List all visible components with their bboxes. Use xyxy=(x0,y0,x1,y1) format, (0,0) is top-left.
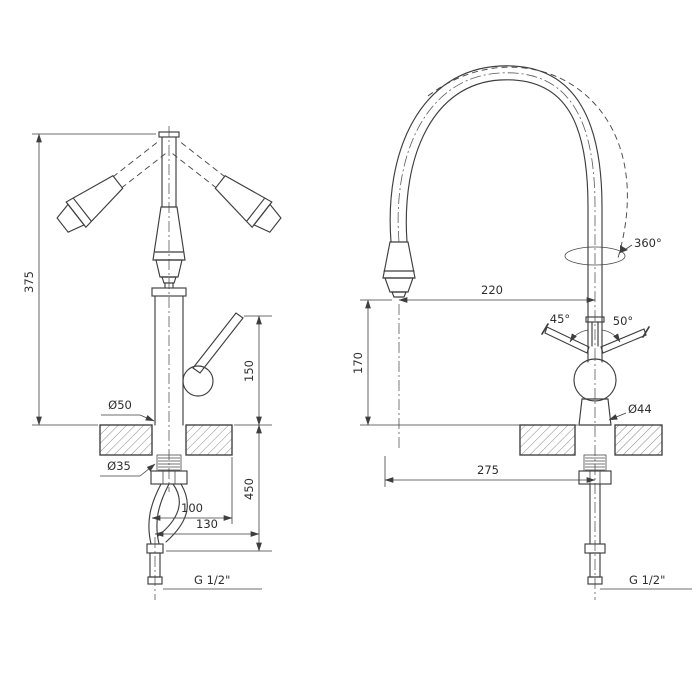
right-spout-outline xyxy=(382,65,603,363)
dim-275-label: 275 xyxy=(477,463,499,477)
right-centerlines xyxy=(397,72,596,600)
dim-130-label: 130 xyxy=(196,517,218,531)
left-dim-shank-diameter: Ø35 xyxy=(100,459,156,477)
right-view: 360° 45° 50° xyxy=(351,65,692,600)
left-countertop xyxy=(99,424,233,456)
left-dim-body-diameter: Ø50 xyxy=(101,398,155,422)
right-swivel-indicator: 360° xyxy=(427,66,662,266)
left-undermount xyxy=(146,454,188,585)
left-view: 375 150 450 Ø50 Ø35 100 xyxy=(22,126,282,600)
rotation-arrowhead xyxy=(620,245,628,253)
right-body-outline xyxy=(573,358,617,426)
dim-100-label: 100 xyxy=(181,501,203,515)
left-dim-spout-height: 150 xyxy=(234,315,272,426)
left-centerlines xyxy=(154,126,170,600)
right-dim-outlet-height: 170 xyxy=(351,299,578,426)
left-handle xyxy=(182,312,244,397)
rotation-360-label: 360° xyxy=(634,236,662,250)
dim-150-label: 150 xyxy=(242,360,256,382)
left-thread-label: G 1/2" xyxy=(163,573,262,590)
dim-375-label: 375 xyxy=(22,271,36,293)
dia-35-label: Ø35 xyxy=(107,459,131,473)
thread-g12-right-label: G 1/2" xyxy=(629,573,665,587)
left-dim-total-height: 375 xyxy=(22,133,156,426)
right-countertop xyxy=(519,424,663,456)
dia-44-label: Ø44 xyxy=(628,402,652,416)
dim-220-label: 220 xyxy=(481,283,503,297)
thread-g12-left-label: G 1/2" xyxy=(194,573,230,587)
right-dim-total-reach: 275 xyxy=(384,456,596,487)
dim-450-label: 450 xyxy=(242,478,256,500)
left-spray-ghost-right xyxy=(172,142,282,233)
right-handle: 45° 50° xyxy=(541,312,650,354)
left-faucet-outline xyxy=(151,131,187,426)
left-dim-offset-100: 100 xyxy=(151,457,233,524)
right-thread-label: G 1/2" xyxy=(600,573,692,590)
dia-50-label: Ø50 xyxy=(108,398,132,412)
left-spray-ghost-left xyxy=(56,142,166,233)
angle-50-label: 50° xyxy=(613,314,633,328)
left-dim-hose-drop: 450 xyxy=(166,424,272,552)
right-dim-spout-reach: 220 xyxy=(398,283,596,303)
right-dim-base-diameter: Ø44 xyxy=(608,402,652,421)
angle-45-label: 45° xyxy=(550,312,570,326)
dim-170-label: 170 xyxy=(351,352,365,374)
left-dim-offset-130: 130 xyxy=(154,517,260,537)
